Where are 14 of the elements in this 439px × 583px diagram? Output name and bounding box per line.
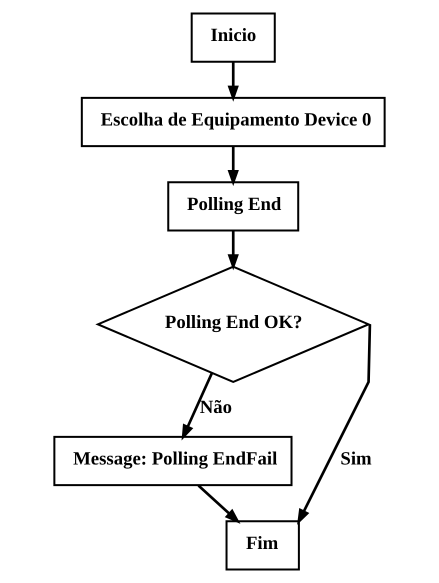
arrow [182, 372, 214, 441]
node-box: Polling End [167, 181, 300, 232]
arrow [198, 484, 240, 524]
node-diamond: Polling End OK? [95, 266, 372, 384]
node-box: Escolha de Equipamento Device 0 [80, 96, 386, 148]
node-box: Inicio [190, 12, 276, 63]
edge-label: Sim [340, 448, 372, 470]
arrow [228, 62, 239, 102]
node-box: Fim [226, 520, 300, 571]
arrow [228, 231, 239, 270]
arrow [297, 324, 372, 525]
arrow [228, 146, 239, 186]
node-box: Message: Polling EndFail [53, 436, 293, 486]
edge-label: Não [200, 397, 232, 418]
